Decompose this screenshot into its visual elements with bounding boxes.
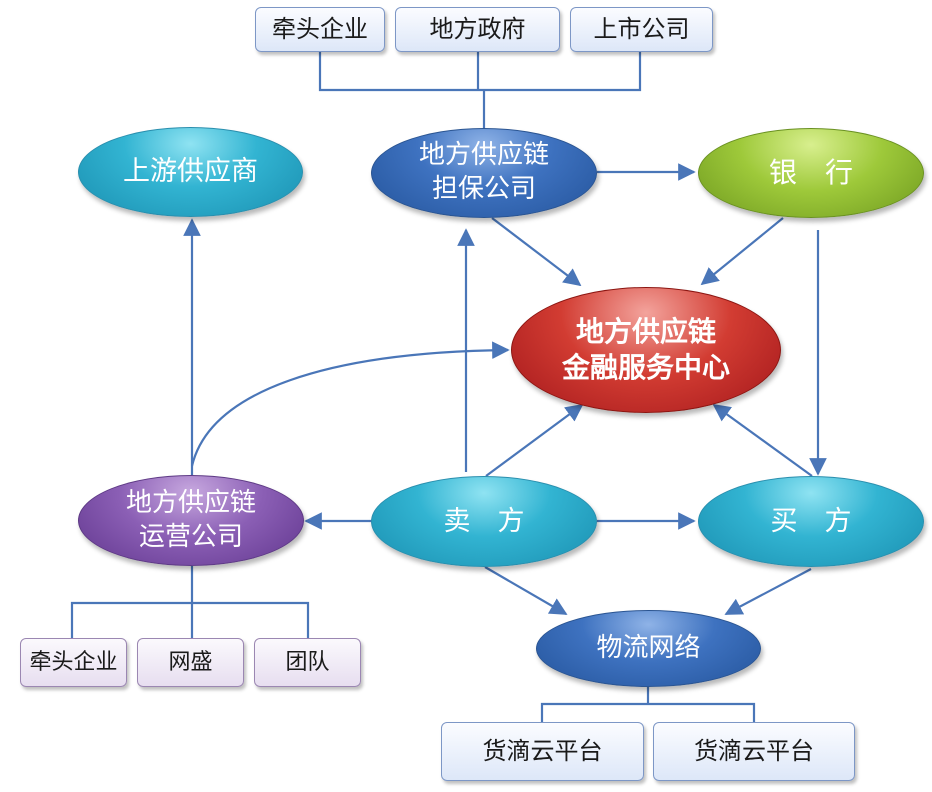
bank-to-center-arrow: [700, 217, 784, 286]
top-box-lead-enterprise: 牵头企业: [255, 7, 385, 52]
platform-box-2: 货滴云平台: [653, 722, 855, 781]
upstream-supplier-node: 上游供应商: [78, 127, 303, 217]
logistics-bracket-connector: [540, 702, 756, 722]
operator-box-wangsheng: 网盛: [137, 638, 244, 687]
operator-box-team-label: 团队: [285, 649, 330, 675]
operator-to-center-arrow: [190, 341, 510, 467]
operator-box-lead-enterprise-label: 牵头企业: [29, 649, 118, 675]
finance-service-center-node: 地方供应链 金融服务中心: [511, 287, 781, 413]
operator-box-lead-enterprise: 牵头企业: [20, 638, 127, 687]
buyer-label: 买 方: [770, 505, 852, 537]
upstream-supplier-label: 上游供应商: [123, 156, 258, 188]
buyer-to-logistics-arrow: [724, 568, 812, 615]
seller-label: 卖 方: [443, 505, 525, 537]
buyer-to-center-arrow: [712, 403, 813, 477]
logistics-network-node: 物流网络: [536, 610, 761, 687]
bank-node: 银 行: [698, 128, 924, 218]
operating-company-label: 地方供应链 运营公司: [125, 487, 256, 552]
seller-to-logistics-arrow: [484, 566, 568, 615]
top-bracket-connector: [318, 52, 642, 92]
operating-company-node: 地方供应链 运营公司: [78, 475, 304, 566]
seller-node: 卖 方: [371, 476, 597, 567]
platform-box-1-label: 货滴云平台: [482, 736, 603, 765]
buyer-node: 买 方: [698, 476, 924, 567]
platform-box-2-label: 货滴云平台: [694, 736, 814, 765]
logistics-network-label: 物流网络: [596, 632, 701, 663]
top-box-local-government-label: 地方政府: [429, 14, 526, 43]
top-box-local-government: 地方政府: [395, 7, 560, 52]
top-box-listed-company: 上市公司: [570, 7, 713, 52]
guarantee-to-center-arrow: [491, 217, 582, 287]
guarantee-company-node: 地方供应链 担保公司: [371, 128, 597, 218]
top-box-listed-company-label: 上市公司: [593, 14, 690, 43]
platform-box-1: 货滴云平台: [441, 722, 644, 781]
seller-to-center-arrow: [485, 403, 584, 477]
guarantee-company-label: 地方供应链 担保公司: [418, 140, 549, 204]
top-box-lead-enterprise-label: 牵头企业: [272, 14, 368, 43]
operator-bracket-connector: [70, 601, 310, 638]
operator-box-wangsheng-label: 网盛: [168, 649, 213, 675]
finance-service-center-label: 地方供应链 金融服务中心: [561, 314, 730, 384]
bank-label: 银 行: [768, 155, 853, 189]
operator-box-team: 团队: [254, 638, 361, 687]
